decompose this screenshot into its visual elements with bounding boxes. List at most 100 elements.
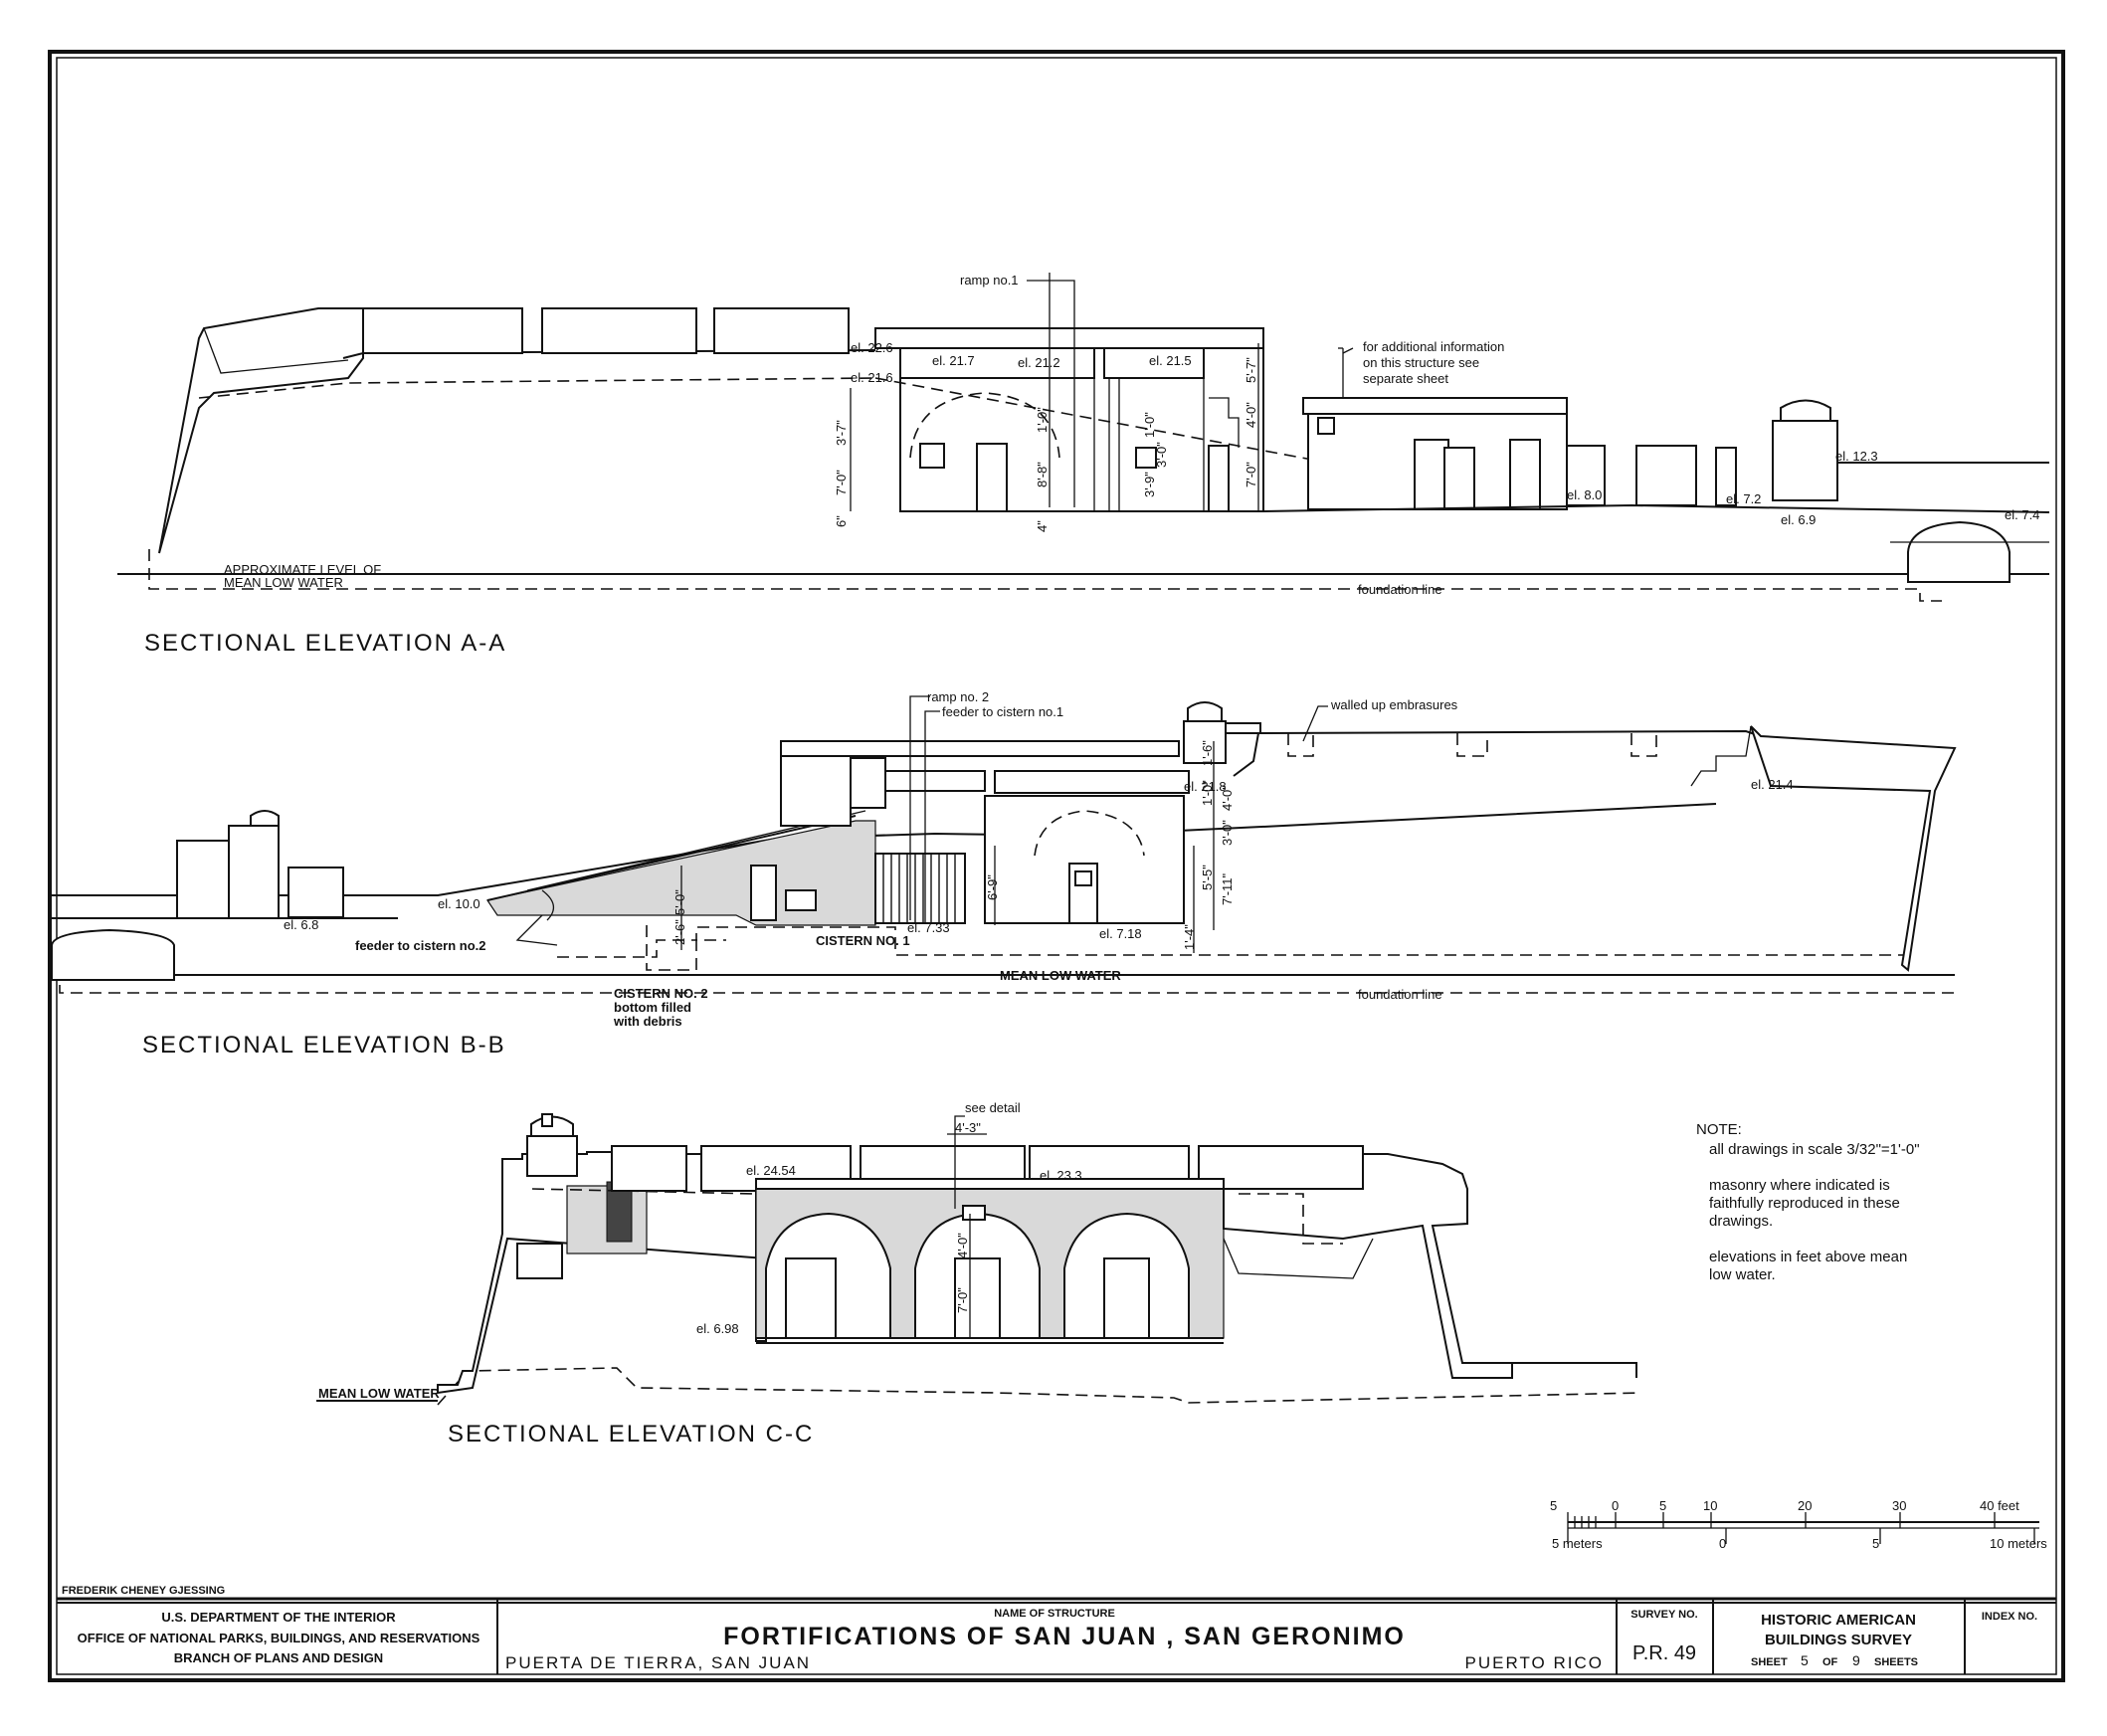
- sheet-word: SHEET: [1751, 1656, 1788, 1668]
- label-mlw-aa-2: MEAN LOW WATER: [224, 575, 343, 590]
- label-el-22-6: el. 22.6: [851, 340, 893, 355]
- label-foundation-aa: foundation line: [1358, 582, 1442, 597]
- outer-border: [48, 50, 2065, 1682]
- dim-bb-1-4: 1'-4": [1182, 924, 1197, 950]
- dim-aa-3-9: 3'-9": [1142, 472, 1157, 497]
- sentry-box-cc: [526, 1135, 578, 1177]
- label-note-aa-2: on this structure see: [1363, 355, 1479, 370]
- scale-meter-tick: 10 meters: [1990, 1536, 2047, 1551]
- label-cistern2-3: with debris: [613, 1014, 682, 1029]
- dim-bb-3-0: 3'-0": [1220, 820, 1235, 846]
- dim-bb-1-0: 1'-0": [1200, 780, 1215, 806]
- notes-heading: NOTE:: [1696, 1121, 1742, 1138]
- foundation-line-aa: [148, 549, 1942, 602]
- dim-aa-7-0: 7'-0": [834, 470, 849, 495]
- foundation-line-cc: [437, 1367, 1642, 1406]
- cistern-1-bb: [874, 853, 966, 924]
- notes-line: elevations in feet above mean: [1709, 1249, 1907, 1265]
- scale-feet-tick: 5: [1659, 1498, 1666, 1513]
- scale-feet-tick: 20: [1798, 1498, 1812, 1513]
- label-cistern2-1: CISTERN NO. 2: [614, 986, 708, 1001]
- dim-bb-5-5: 5'-5": [1200, 865, 1215, 890]
- dim-aa-3-7: 3'-7": [834, 420, 849, 446]
- label-feeder2: feeder to cistern no.2: [355, 938, 485, 953]
- label-see-detail: see detail: [965, 1100, 1021, 1115]
- label-mlw-cc: MEAN LOW WATER: [318, 1386, 440, 1401]
- dim-bb-2-6: 2'-6": [672, 919, 687, 945]
- dim-bb-1-6: 1'-6": [1200, 740, 1215, 766]
- notes-block: NOTE: all drawings in scale 3/32"=1'-0" …: [1696, 1121, 1920, 1283]
- inner-border: [56, 57, 2057, 1675]
- label-note-aa-1: for additional information: [1363, 339, 1504, 354]
- label-embrasures: walled up embrasures: [1330, 697, 1458, 712]
- scale-feet-tick: 30: [1892, 1498, 1906, 1513]
- label-mlw-aa-1: APPROXIMATE LEVEL OF: [224, 562, 381, 577]
- label-el-7-2: el. 7.2: [1726, 491, 1761, 506]
- label-el-6-98: el. 6.98: [696, 1321, 739, 1336]
- scale-feet-tick: 5: [1550, 1498, 1557, 1513]
- sheets-word: SHEETS: [1874, 1656, 1918, 1668]
- label-el-10-0: el. 10.0: [438, 896, 480, 911]
- dim-bb-6-9: 6'-9": [985, 874, 1000, 900]
- title-bb: SECTIONAL ELEVATION B-B: [142, 1032, 506, 1059]
- notes-line: low water.: [1709, 1266, 1776, 1283]
- notes-line: faithfully reproduced in these: [1709, 1195, 1900, 1212]
- bastion-right-bb: [1750, 725, 1957, 972]
- dim-cc-7-0: 7'-0": [955, 1287, 970, 1313]
- dim-aa-6: 6": [834, 515, 849, 527]
- bastion-left-aa: [158, 307, 364, 554]
- label-el-21-6: el. 21.6: [851, 370, 893, 385]
- label-cistern1: CISTERN NO. 1: [816, 933, 910, 948]
- structure-country: PUERTO RICO: [1465, 1653, 1604, 1672]
- label-feeder1: feeder to cistern no.1: [942, 704, 1063, 719]
- label-el-21-5: el. 21.5: [1149, 353, 1192, 368]
- culvert-aa: [1907, 520, 2011, 583]
- foundation-line-bb: [59, 985, 1955, 994]
- survey-no-label: SURVEY NO.: [1630, 1609, 1697, 1621]
- dim-aa-4: 4": [1035, 520, 1050, 532]
- label-cistern2-2: bottom filled: [614, 1000, 691, 1015]
- scale-feet-tick: 10: [1703, 1498, 1717, 1513]
- title-block: U.S. DEPARTMENT OF THE INTERIOR OFFICE O…: [57, 1597, 2056, 1674]
- label-ramp-bb: ramp no. 2: [927, 689, 989, 704]
- notes-line: all drawings in scale 3/32"=1'-0": [1709, 1141, 1920, 1158]
- section-bb: SECTIONAL ELEVATION B-B ramp no. 2 feede…: [51, 689, 1957, 1059]
- dept-line-2: OFFICE OF NATIONAL PARKS, BUILDINGS, AND…: [78, 1631, 480, 1645]
- dim-bb-7-11: 7'-11": [1220, 872, 1235, 905]
- dim-aa-7-0b: 7'-0": [1244, 462, 1258, 487]
- delineator-name: FREDERIK CHENEY GJESSING: [62, 1585, 225, 1597]
- sheet-total: 9: [1852, 1652, 1860, 1668]
- label-el-12-3: el. 12.3: [1835, 449, 1878, 464]
- dim-bb-4-0: 4'-0": [1220, 785, 1235, 811]
- label-el-7-18: el. 7.18: [1099, 926, 1142, 941]
- label-el-21-2: el. 21.2: [1018, 355, 1060, 370]
- label-el-21-7: el. 21.7: [932, 353, 975, 368]
- dim-aa-8-8: 8'-8": [1035, 462, 1050, 487]
- dept-line-3: BRANCH OF PLANS AND DESIGN: [174, 1650, 383, 1665]
- label-el-24-54: el. 24.54: [746, 1163, 796, 1178]
- structure-location: PUERTA DE TIERRA, SAN JUAN: [505, 1653, 811, 1672]
- sentry-box-aa: [1772, 420, 1838, 501]
- label-note-aa-3: separate sheet: [1363, 371, 1448, 386]
- scale-feet-tick: 40 feet: [1980, 1498, 2019, 1513]
- dim-aa-1-0b: 1'-0": [1142, 412, 1157, 438]
- label-el-6-9: el. 6.9: [1781, 512, 1816, 527]
- scale-feet-tick: 0: [1612, 1498, 1619, 1513]
- label-el-21-8: el. 21.8: [1184, 779, 1227, 794]
- dim-aa-5-7: 5'-7": [1244, 357, 1258, 383]
- scale-bar: 5 0 5 10 20 30 40 feet 5 meters 0 5 10 m…: [1550, 1498, 2047, 1551]
- label-ramp-aa: ramp no.1: [960, 273, 1019, 288]
- index-no-label: INDEX NO.: [1982, 1611, 2037, 1623]
- section-cc: SECTIONAL ELEVATION C-C see detail 4'-3"…: [316, 1100, 1642, 1447]
- label-el-21-4: el. 21.4: [1751, 777, 1794, 792]
- survey-no-value: P.R. 49: [1632, 1642, 1696, 1664]
- bastion-right-cc: [1223, 1153, 1513, 1379]
- dim-aa-3-0: 3'-0": [1154, 442, 1169, 468]
- dim-aa-4-0: 4'-0": [1244, 402, 1258, 428]
- of-word: OF: [1822, 1656, 1838, 1668]
- scale-meter-tick: 5: [1872, 1536, 1879, 1551]
- dim-cc-4-0: 4'-0": [955, 1233, 970, 1258]
- dim-aa-1-0: 1'-0": [1035, 407, 1050, 433]
- culvert-bb: [51, 928, 175, 981]
- title-cc: SECTIONAL ELEVATION C-C: [448, 1421, 814, 1447]
